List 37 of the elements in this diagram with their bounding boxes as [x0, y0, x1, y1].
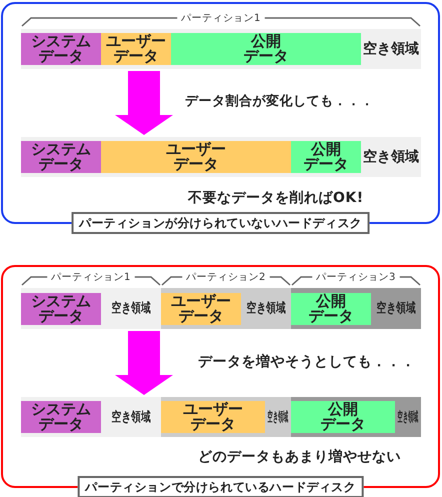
- data-block: システムデータ: [21, 141, 101, 173]
- free-space-label: 空き領域: [376, 301, 416, 316]
- partition-label: パーティション2: [186, 272, 266, 284]
- data-block: システムデータ: [21, 293, 101, 325]
- down-arrow: [115, 71, 173, 135]
- free-space-label: 空き領域: [398, 410, 418, 424]
- data-block: 公開データ: [291, 401, 395, 433]
- panel-caption: パーティションが分けられていないハードディスク: [71, 212, 370, 234]
- data-block: ユーザーデータ: [161, 401, 265, 433]
- down-arrow: [115, 331, 173, 395]
- data-block: 公開データ: [171, 33, 361, 65]
- data-block: ユーザーデータ: [101, 33, 171, 65]
- partition-bar: [161, 397, 291, 437]
- data-block: システムデータ: [21, 401, 101, 433]
- data-block: 公開データ: [291, 293, 371, 325]
- free-space-label: 空き領域: [363, 149, 419, 165]
- free-space-label: 空き領域: [112, 301, 150, 316]
- disk-bar: [21, 137, 421, 177]
- data-block: システムデータ: [21, 33, 101, 65]
- partition-bar: [21, 397, 161, 437]
- free-space-label: 空き領域: [112, 410, 150, 424]
- data-block: 公開データ: [291, 141, 361, 173]
- edge-label: データ割合が変化しても．．．: [185, 93, 374, 111]
- partition-label: パーティション1: [181, 13, 261, 25]
- note-text: どのデータもあまり増やせない: [198, 448, 401, 466]
- free-space-label: 空き領域: [268, 410, 288, 424]
- note-text: 不要なデータを削ればOK!: [188, 189, 364, 207]
- edge-label: データを増やそうとしても．．．: [198, 353, 416, 371]
- data-block: ユーザーデータ: [101, 141, 291, 173]
- panel-caption: パーティションで分けられているハードディスク: [77, 476, 364, 497]
- partition-label: パーティション1: [51, 272, 131, 284]
- partition-bar: [291, 397, 421, 437]
- partition-label: パーティション3: [316, 272, 396, 284]
- data-block: ユーザーデータ: [161, 293, 241, 325]
- free-space-label: 空き領域: [246, 301, 286, 316]
- disk-bar: [21, 397, 421, 437]
- free-space-label: 空き領域: [363, 41, 419, 57]
